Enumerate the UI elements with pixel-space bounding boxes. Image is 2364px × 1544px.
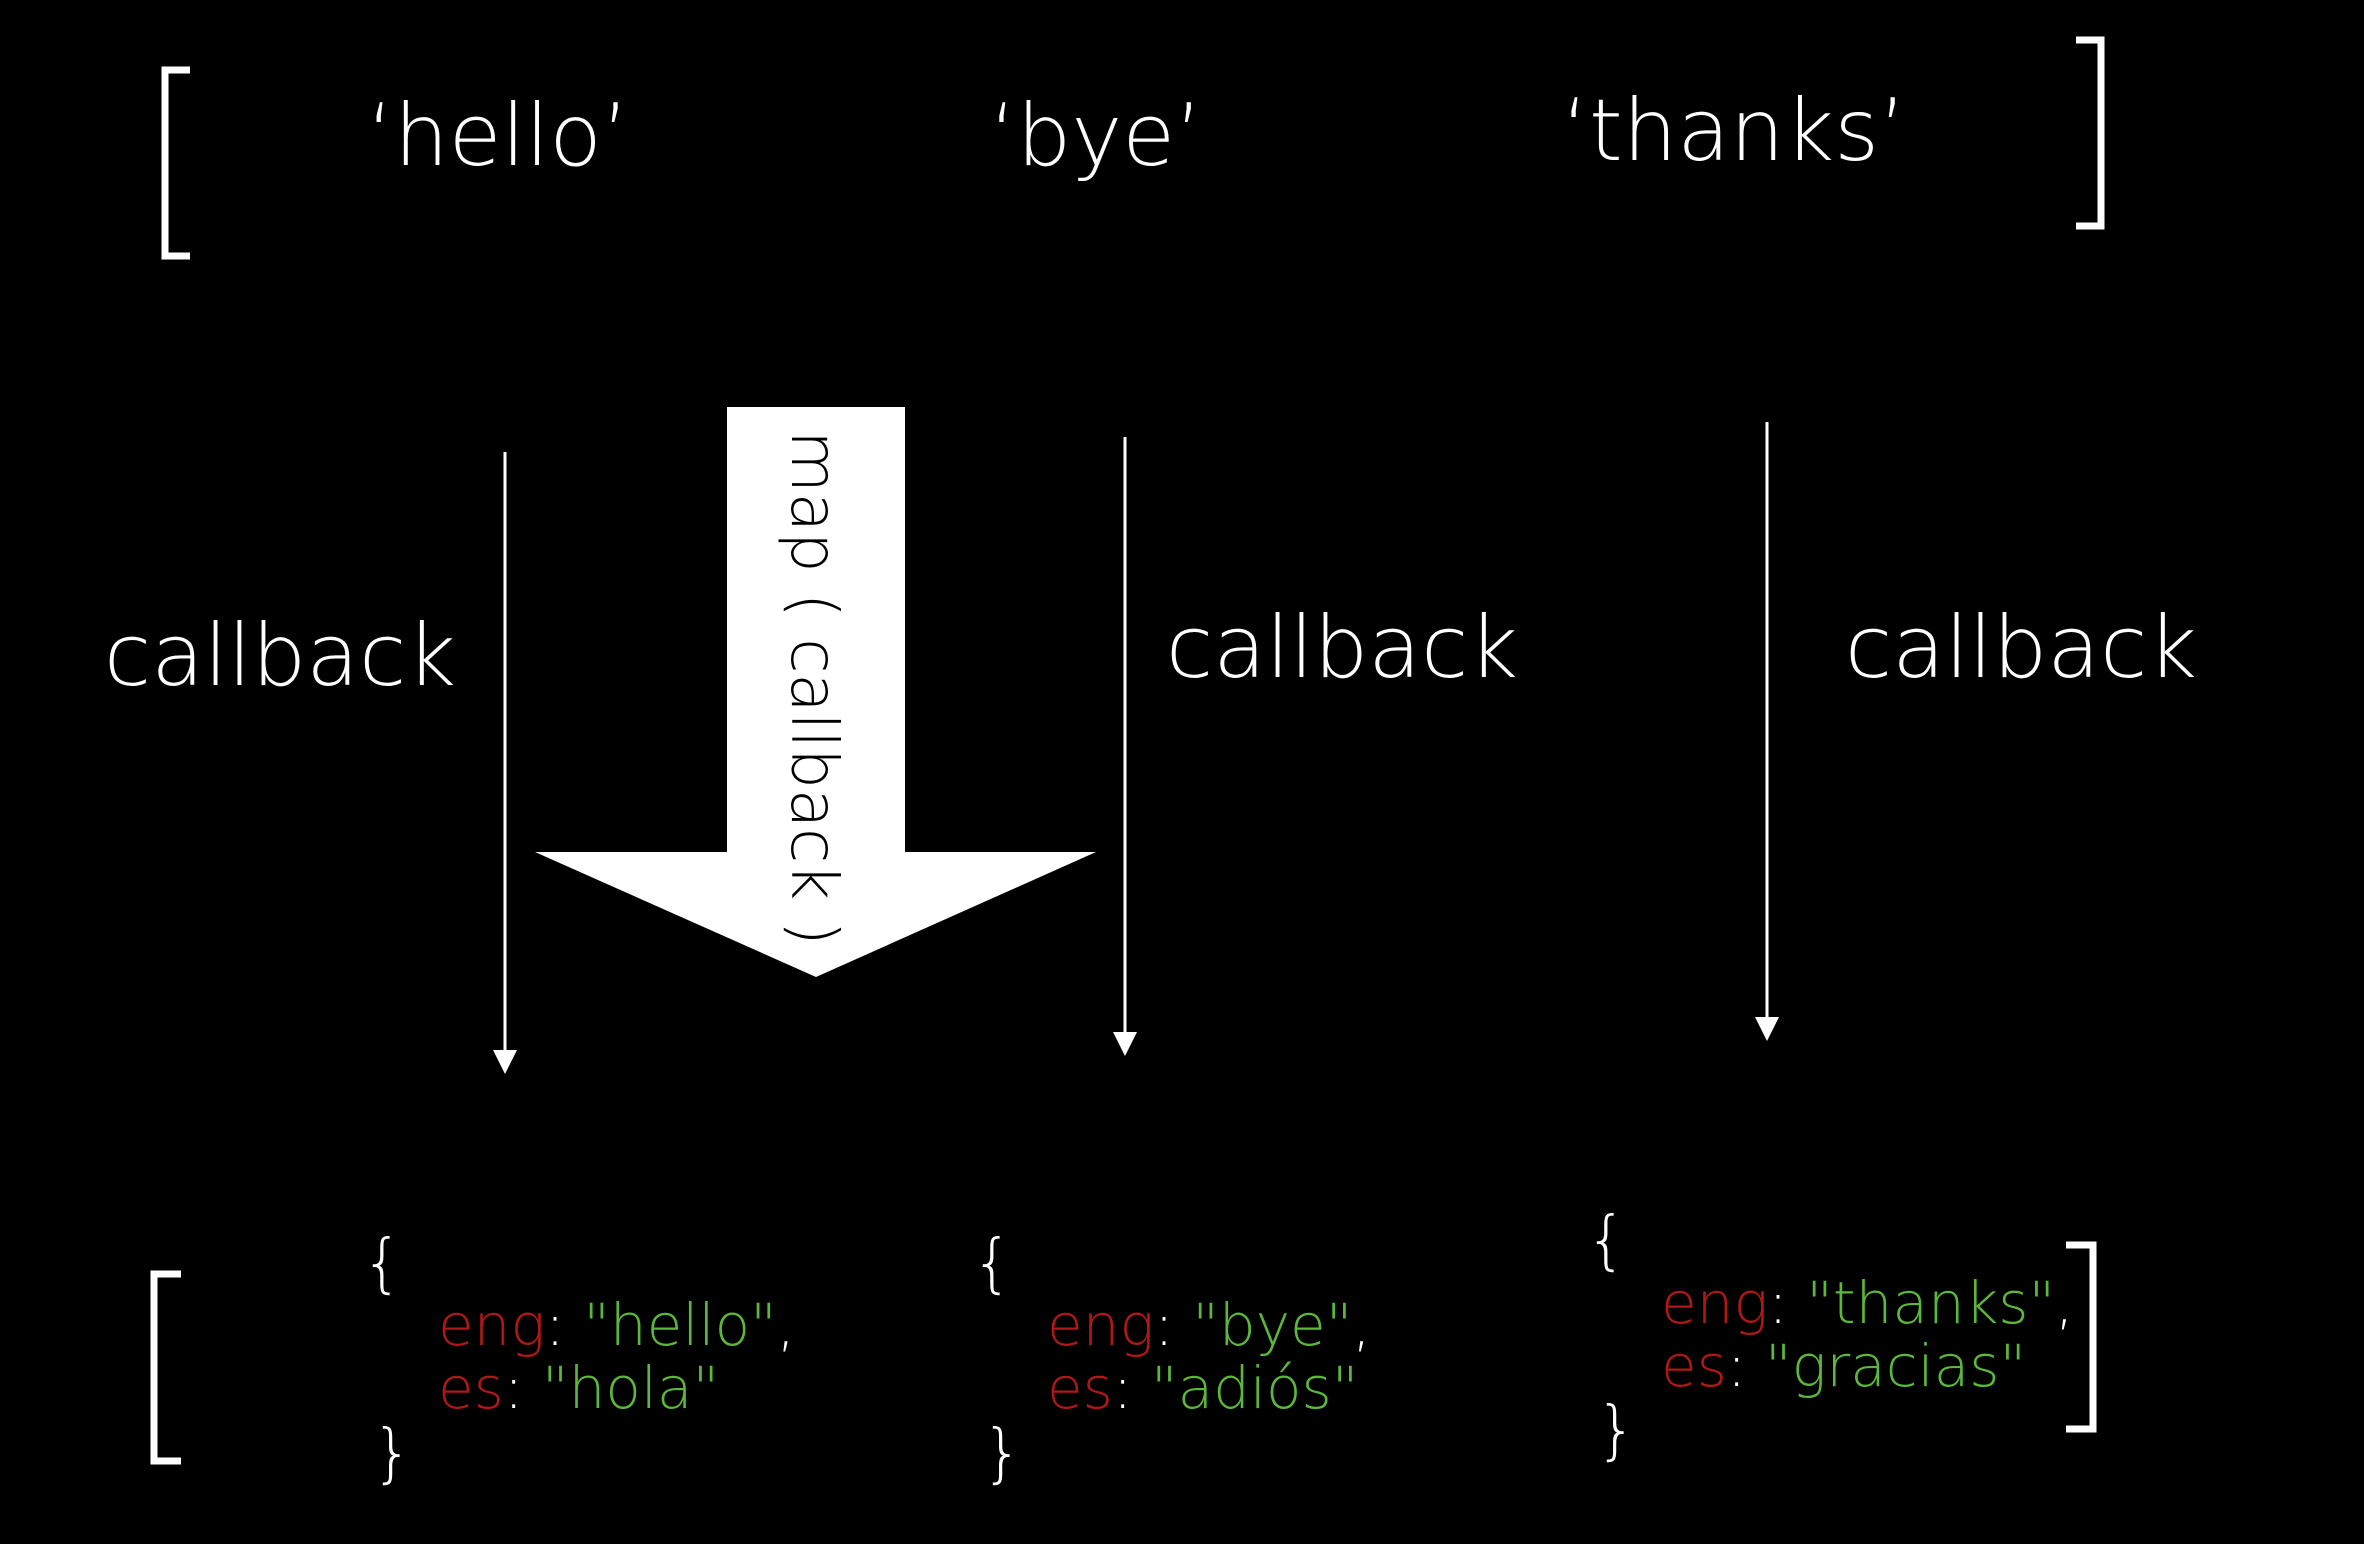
output-right-bracket (2066, 1241, 2097, 1433)
close-brace: } (372, 1417, 413, 1491)
input-item-thanks: ‘thanks’ (1562, 81, 1907, 181)
output-object-3: { eng: "thanks", es: "gracias" } (1586, 1204, 2074, 1468)
es-line: es: "hola" (438, 1354, 719, 1422)
open-brace: { (972, 1227, 1013, 1301)
input-right-bracket (2076, 36, 2105, 230)
map-label: map ( callback ) (776, 430, 850, 945)
callback-label-2: callback (1166, 598, 1518, 698)
output-left-bracket (150, 1270, 181, 1465)
eng-line: eng: "bye", (1047, 1291, 1371, 1359)
input-left-bracket (161, 66, 190, 260)
output-object-1: { eng: "hello", es: "hola" } (362, 1227, 795, 1491)
es-line: es: "adiós" (1047, 1354, 1358, 1422)
open-brace: { (1586, 1204, 1627, 1278)
eng-line: eng: "hello", (438, 1291, 795, 1359)
callback-label-1: callback (104, 606, 456, 706)
map-arrow (535, 407, 1096, 977)
output-object-2: { eng: "bye", es: "adiós" } (972, 1227, 1371, 1491)
input-item-hello: ‘hello’ (367, 86, 630, 186)
open-brace: { (362, 1227, 403, 1301)
close-brace: } (982, 1417, 1023, 1491)
es-line: es: "gracias" (1661, 1332, 2026, 1400)
eng-line: eng: "thanks", (1661, 1269, 2074, 1337)
input-item-bye: ‘bye’ (989, 86, 1202, 186)
close-brace: } (1596, 1394, 1637, 1468)
callback-label-3: callback (1845, 598, 2197, 698)
